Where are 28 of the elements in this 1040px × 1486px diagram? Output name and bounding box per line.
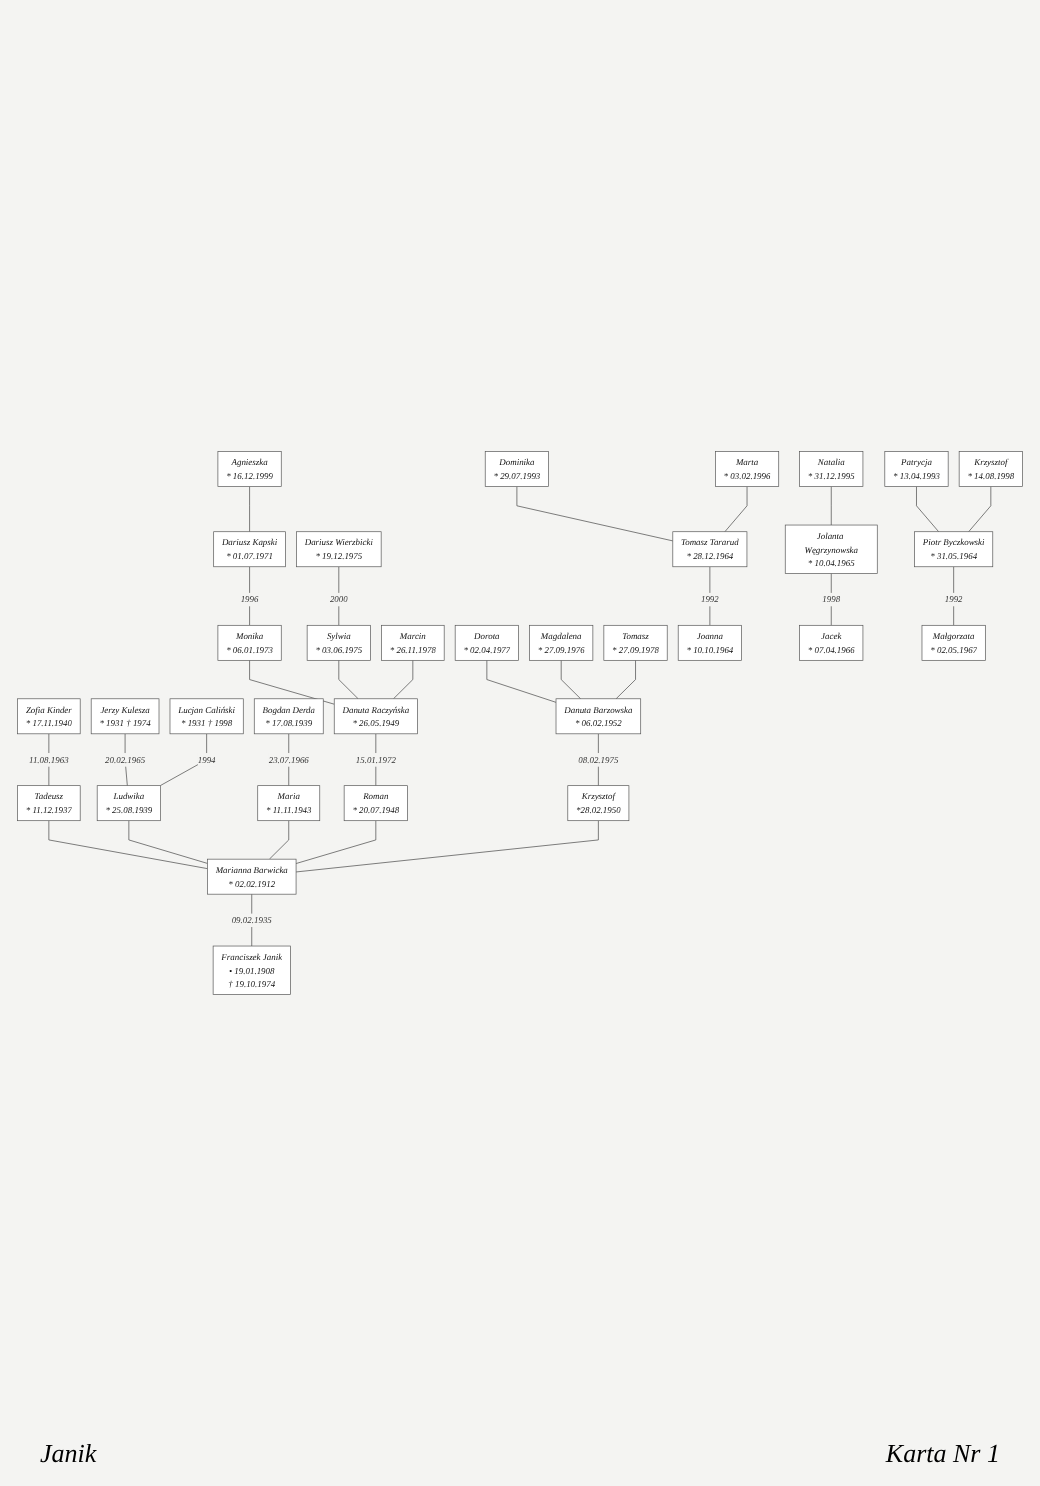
connector [288,733,290,786]
connector [709,566,711,626]
sheet-number: Karta Nr 1 [885,1438,1000,1470]
connector [393,660,414,700]
connector [269,820,290,860]
connector [516,486,674,542]
connector [953,566,954,626]
connector [560,660,581,700]
connector [295,820,599,873]
connector [338,566,340,626]
connector [724,486,748,533]
connector [830,573,832,626]
connector [968,486,992,533]
connector [830,486,832,526]
family-name: Janik [40,1438,97,1470]
connector [375,733,377,786]
connector [295,820,377,864]
connector [249,486,250,533]
connector [615,660,636,700]
connector [128,820,208,864]
connector [251,893,253,947]
connector [486,660,557,703]
connector [48,820,208,869]
connector [249,660,335,705]
connector [916,486,939,533]
connector [338,660,359,700]
connector [124,733,128,786]
connector [249,566,250,626]
